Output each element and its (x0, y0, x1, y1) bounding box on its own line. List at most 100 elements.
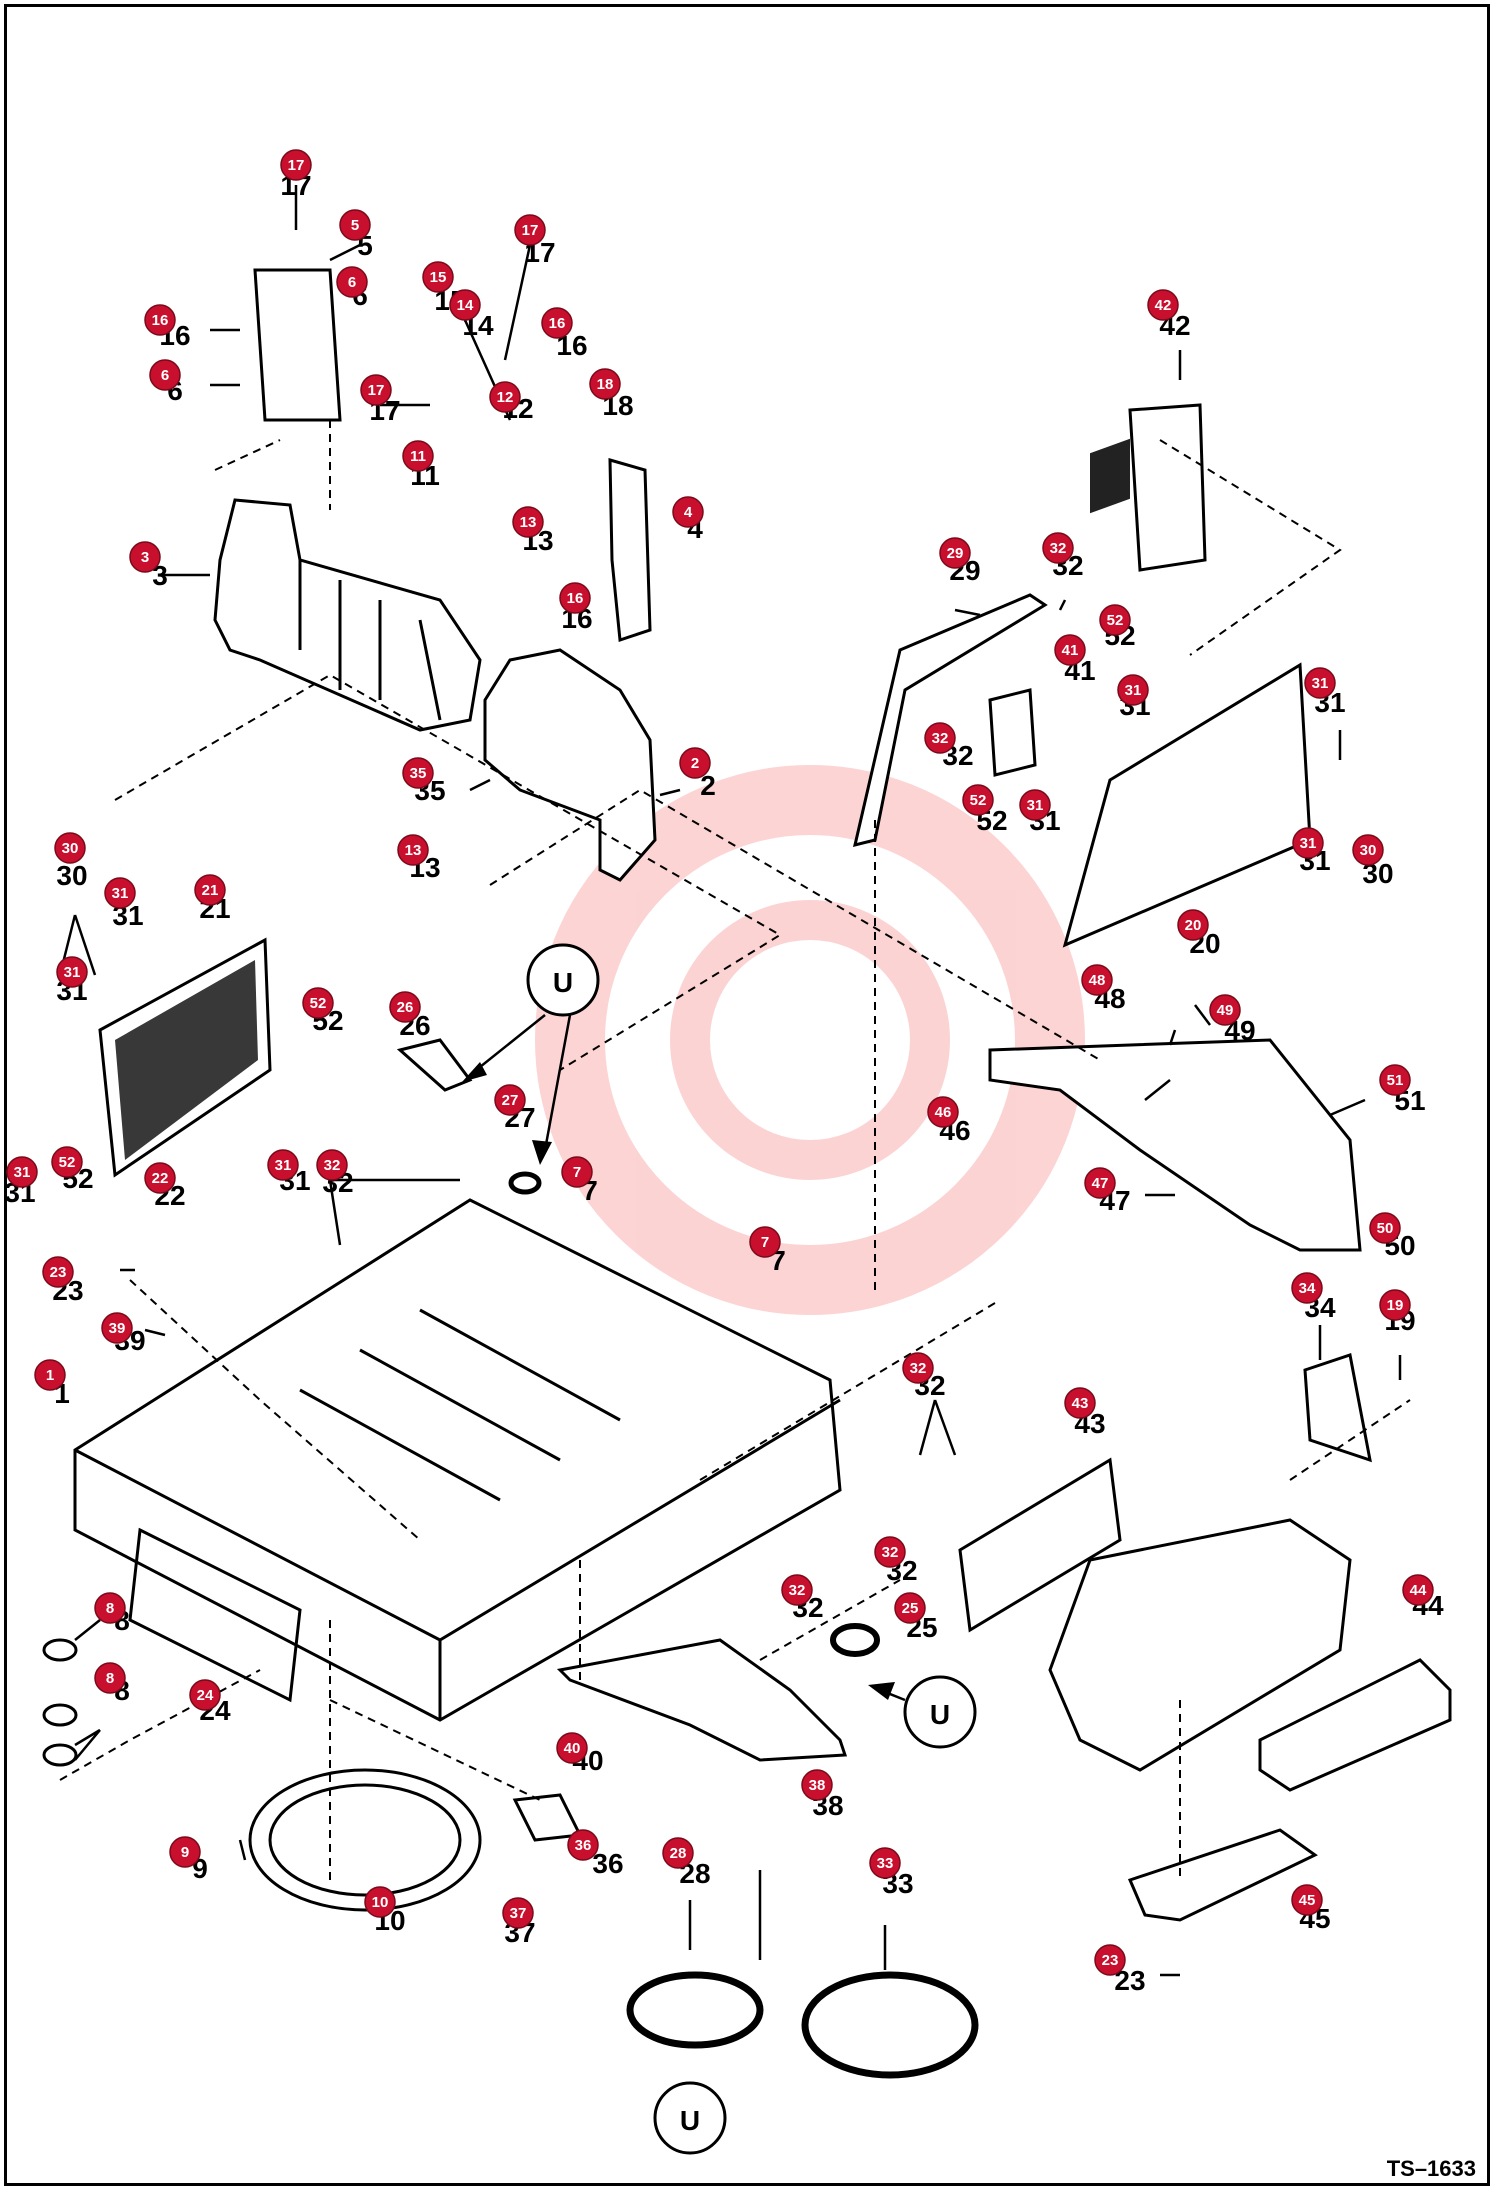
callout-marker[interactable]: 32 (924, 722, 956, 754)
callout-marker[interactable]: 32 (781, 1574, 813, 1606)
callout-marker[interactable]: 6 (149, 359, 181, 391)
callout-circle[interactable] (869, 1847, 901, 1879)
callout-circle[interactable] (280, 149, 312, 181)
callout-marker[interactable]: 10 (364, 1886, 396, 1918)
callout-circle[interactable] (679, 747, 711, 779)
callout-marker[interactable]: 33 (869, 1847, 901, 1879)
callout-circle[interactable] (34, 1359, 66, 1391)
callout-circle[interactable] (189, 1679, 221, 1711)
callout-marker[interactable]: 31 (1019, 789, 1051, 821)
callout-circle[interactable] (1352, 834, 1384, 866)
callout-marker[interactable]: 31 (1117, 674, 1149, 706)
callout-circle[interactable] (494, 1084, 526, 1116)
callout-marker[interactable]: 25 (894, 1592, 926, 1624)
callout-circle[interactable] (1402, 1574, 1434, 1606)
callout-circle[interactable] (1042, 532, 1074, 564)
callout-marker[interactable]: 36 (567, 1829, 599, 1861)
callout-marker[interactable]: 7 (749, 1226, 781, 1258)
callout-marker[interactable]: 8 (94, 1592, 126, 1624)
callout-circle[interactable] (1209, 994, 1241, 1026)
callout-marker[interactable]: 7 (561, 1156, 593, 1188)
callout-circle[interactable] (1054, 634, 1086, 666)
callout-circle[interactable] (149, 359, 181, 391)
callout-circle[interactable] (514, 214, 546, 246)
callout-circle[interactable] (56, 956, 88, 988)
callout-marker[interactable]: 12 (489, 381, 521, 413)
callout-circle[interactable] (6, 1156, 38, 1188)
callout-circle[interactable] (559, 582, 591, 614)
callout-circle[interactable] (194, 874, 226, 906)
callout-marker[interactable]: 32 (902, 1352, 934, 1384)
callout-marker[interactable]: 4 (672, 496, 704, 528)
callout-circle[interactable] (389, 991, 421, 1023)
callout-circle[interactable] (1064, 1387, 1096, 1419)
callout-marker[interactable]: 2 (679, 747, 711, 779)
callout-marker[interactable]: 32 (874, 1536, 906, 1568)
callout-circle[interactable] (589, 368, 621, 400)
callout-marker[interactable]: 31 (104, 877, 136, 909)
callout-circle[interactable] (927, 1096, 959, 1128)
callout-marker[interactable]: 42 (1147, 289, 1179, 321)
callout-circle[interactable] (422, 261, 454, 293)
callout-marker[interactable]: 16 (541, 307, 573, 339)
callout-marker[interactable]: 52 (962, 784, 994, 816)
callout-marker[interactable]: 15 (422, 261, 454, 293)
callout-circle[interactable] (874, 1536, 906, 1568)
callout-marker[interactable]: 16 (559, 582, 591, 614)
callout-marker[interactable]: 43 (1064, 1387, 1096, 1419)
callout-circle[interactable] (1292, 827, 1324, 859)
callout-circle[interactable] (169, 1836, 201, 1868)
callout-circle[interactable] (561, 1156, 593, 1188)
callout-circle[interactable] (1379, 1289, 1411, 1321)
callout-circle[interactable] (316, 1149, 348, 1181)
callout-marker[interactable]: 46 (927, 1096, 959, 1128)
callout-circle[interactable] (1147, 289, 1179, 321)
callout-circle[interactable] (42, 1256, 74, 1288)
callout-circle[interactable] (1019, 789, 1051, 821)
callout-marker[interactable]: 51 (1379, 1064, 1411, 1096)
callout-circle[interactable] (924, 722, 956, 754)
callout-circle[interactable] (567, 1829, 599, 1861)
callout-circle[interactable] (939, 537, 971, 569)
callout-circle[interactable] (302, 987, 334, 1019)
callout-marker[interactable]: 6 (336, 266, 368, 298)
callout-marker[interactable]: 31 (6, 1156, 38, 1188)
callout-circle[interactable] (512, 506, 544, 538)
callout-circle[interactable] (402, 440, 434, 472)
callout-circle[interactable] (801, 1769, 833, 1801)
callout-marker[interactable]: 19 (1379, 1289, 1411, 1321)
callout-marker[interactable]: 13 (397, 834, 429, 866)
callout-circle[interactable] (556, 1732, 588, 1764)
callout-marker[interactable]: 32 (316, 1149, 348, 1181)
callout-marker[interactable]: 48 (1081, 964, 1113, 996)
callout-circle[interactable] (1291, 1884, 1323, 1916)
callout-circle[interactable] (336, 266, 368, 298)
callout-circle[interactable] (894, 1592, 926, 1624)
callout-circle[interactable] (104, 877, 136, 909)
callout-marker[interactable]: 52 (51, 1146, 83, 1178)
callout-marker[interactable]: 50 (1369, 1212, 1401, 1244)
callout-circle[interactable] (101, 1312, 133, 1344)
callout-marker[interactable]: 24 (189, 1679, 221, 1711)
callout-circle[interactable] (94, 1592, 126, 1624)
callout-circle[interactable] (94, 1662, 126, 1694)
callout-circle[interactable] (962, 784, 994, 816)
callout-marker[interactable]: 17 (280, 149, 312, 181)
callout-marker[interactable]: 52 (302, 987, 334, 1019)
callout-marker[interactable]: 22 (144, 1162, 176, 1194)
callout-marker[interactable]: 17 (514, 214, 546, 246)
callout-marker[interactable]: 9 (169, 1836, 201, 1868)
callout-marker[interactable]: 16 (144, 304, 176, 336)
callout-circle[interactable] (1379, 1064, 1411, 1096)
callout-circle[interactable] (129, 541, 161, 573)
callout-circle[interactable] (1177, 909, 1209, 941)
callout-circle[interactable] (364, 1886, 396, 1918)
callout-circle[interactable] (360, 374, 392, 406)
callout-circle[interactable] (1117, 674, 1149, 706)
callout-marker[interactable]: 3 (129, 541, 161, 573)
callout-circle[interactable] (672, 496, 704, 528)
callout-circle[interactable] (662, 1837, 694, 1869)
callout-marker[interactable]: 41 (1054, 634, 1086, 666)
callout-circle[interactable] (1084, 1167, 1116, 1199)
callout-marker[interactable]: 14 (449, 289, 481, 321)
